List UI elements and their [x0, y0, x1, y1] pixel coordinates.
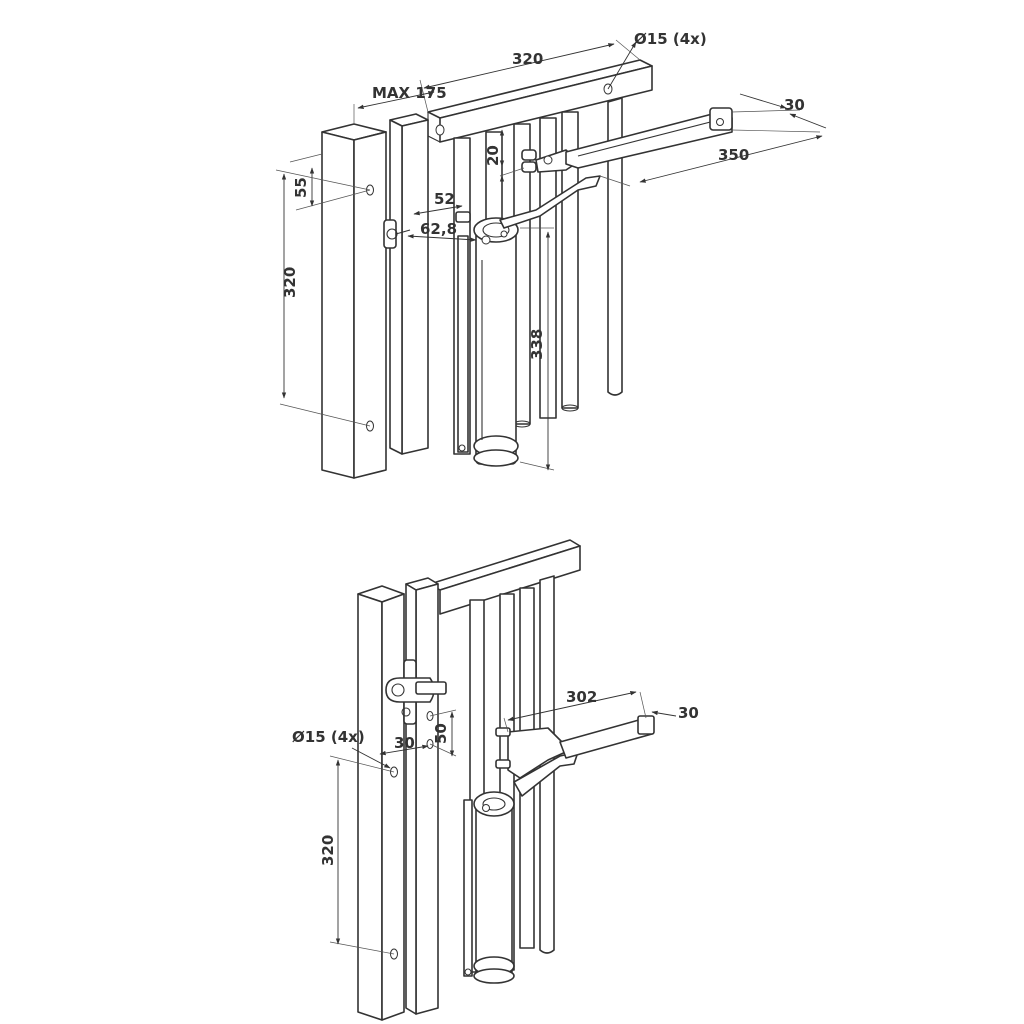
rail-hole-left: [435, 124, 445, 136]
dim-bottom-arm-width: 30: [678, 704, 699, 722]
dim-top-hole-offset: 55: [292, 177, 310, 198]
bottom-top-rail: [429, 539, 581, 615]
hinge-bracket: [383, 219, 411, 249]
dim-beam-length: 320: [512, 50, 543, 68]
dim-bottom-hole-spacing: 320: [319, 835, 337, 866]
dim-pin-offset: 52: [434, 190, 455, 208]
door-closer: [455, 211, 519, 467]
top-view: 320 Ø15 (4x) MAX 175 30 350 20 55 52: [275, 30, 827, 479]
bottom-gate-stile: [405, 577, 439, 1015]
bottom-door-closer: [463, 791, 515, 984]
dim-pin-depth: 62,8: [420, 220, 457, 238]
dim-bottom-hole-diameter: Ø15 (4x): [292, 728, 365, 746]
gate-stile: [389, 113, 429, 455]
dim-max-offset: MAX 175: [372, 84, 447, 102]
dim-bottom-hole-offset: 30: [394, 734, 415, 752]
dim-hole-spacing: 320: [281, 267, 299, 298]
dim-arm-width: 30: [784, 96, 805, 114]
bottom-hinge: [385, 659, 447, 725]
dim-closer-height: 338: [528, 329, 546, 360]
dim-bottom-arm-length: 302: [566, 688, 597, 706]
bottom-dimensions: 302 30 Ø15 (4x) 30 50 320: [292, 688, 699, 955]
dim-arm-length: 350: [718, 146, 749, 164]
dim-beam-offset: 20: [484, 145, 502, 166]
bottom-view: 302 30 Ø15 (4x) 30 50 320: [292, 539, 699, 1021]
gate-post: [321, 123, 387, 479]
top-dimensions: 320 Ø15 (4x) MAX 175 30 350 20 55 52: [275, 30, 827, 471]
dim-bottom-hole-gap: 50: [432, 723, 450, 744]
bottom-closer-arm: [495, 715, 655, 797]
bottom-gate-post: [357, 585, 405, 1021]
dim-top-hole-diameter: Ø15 (4x): [634, 30, 707, 48]
